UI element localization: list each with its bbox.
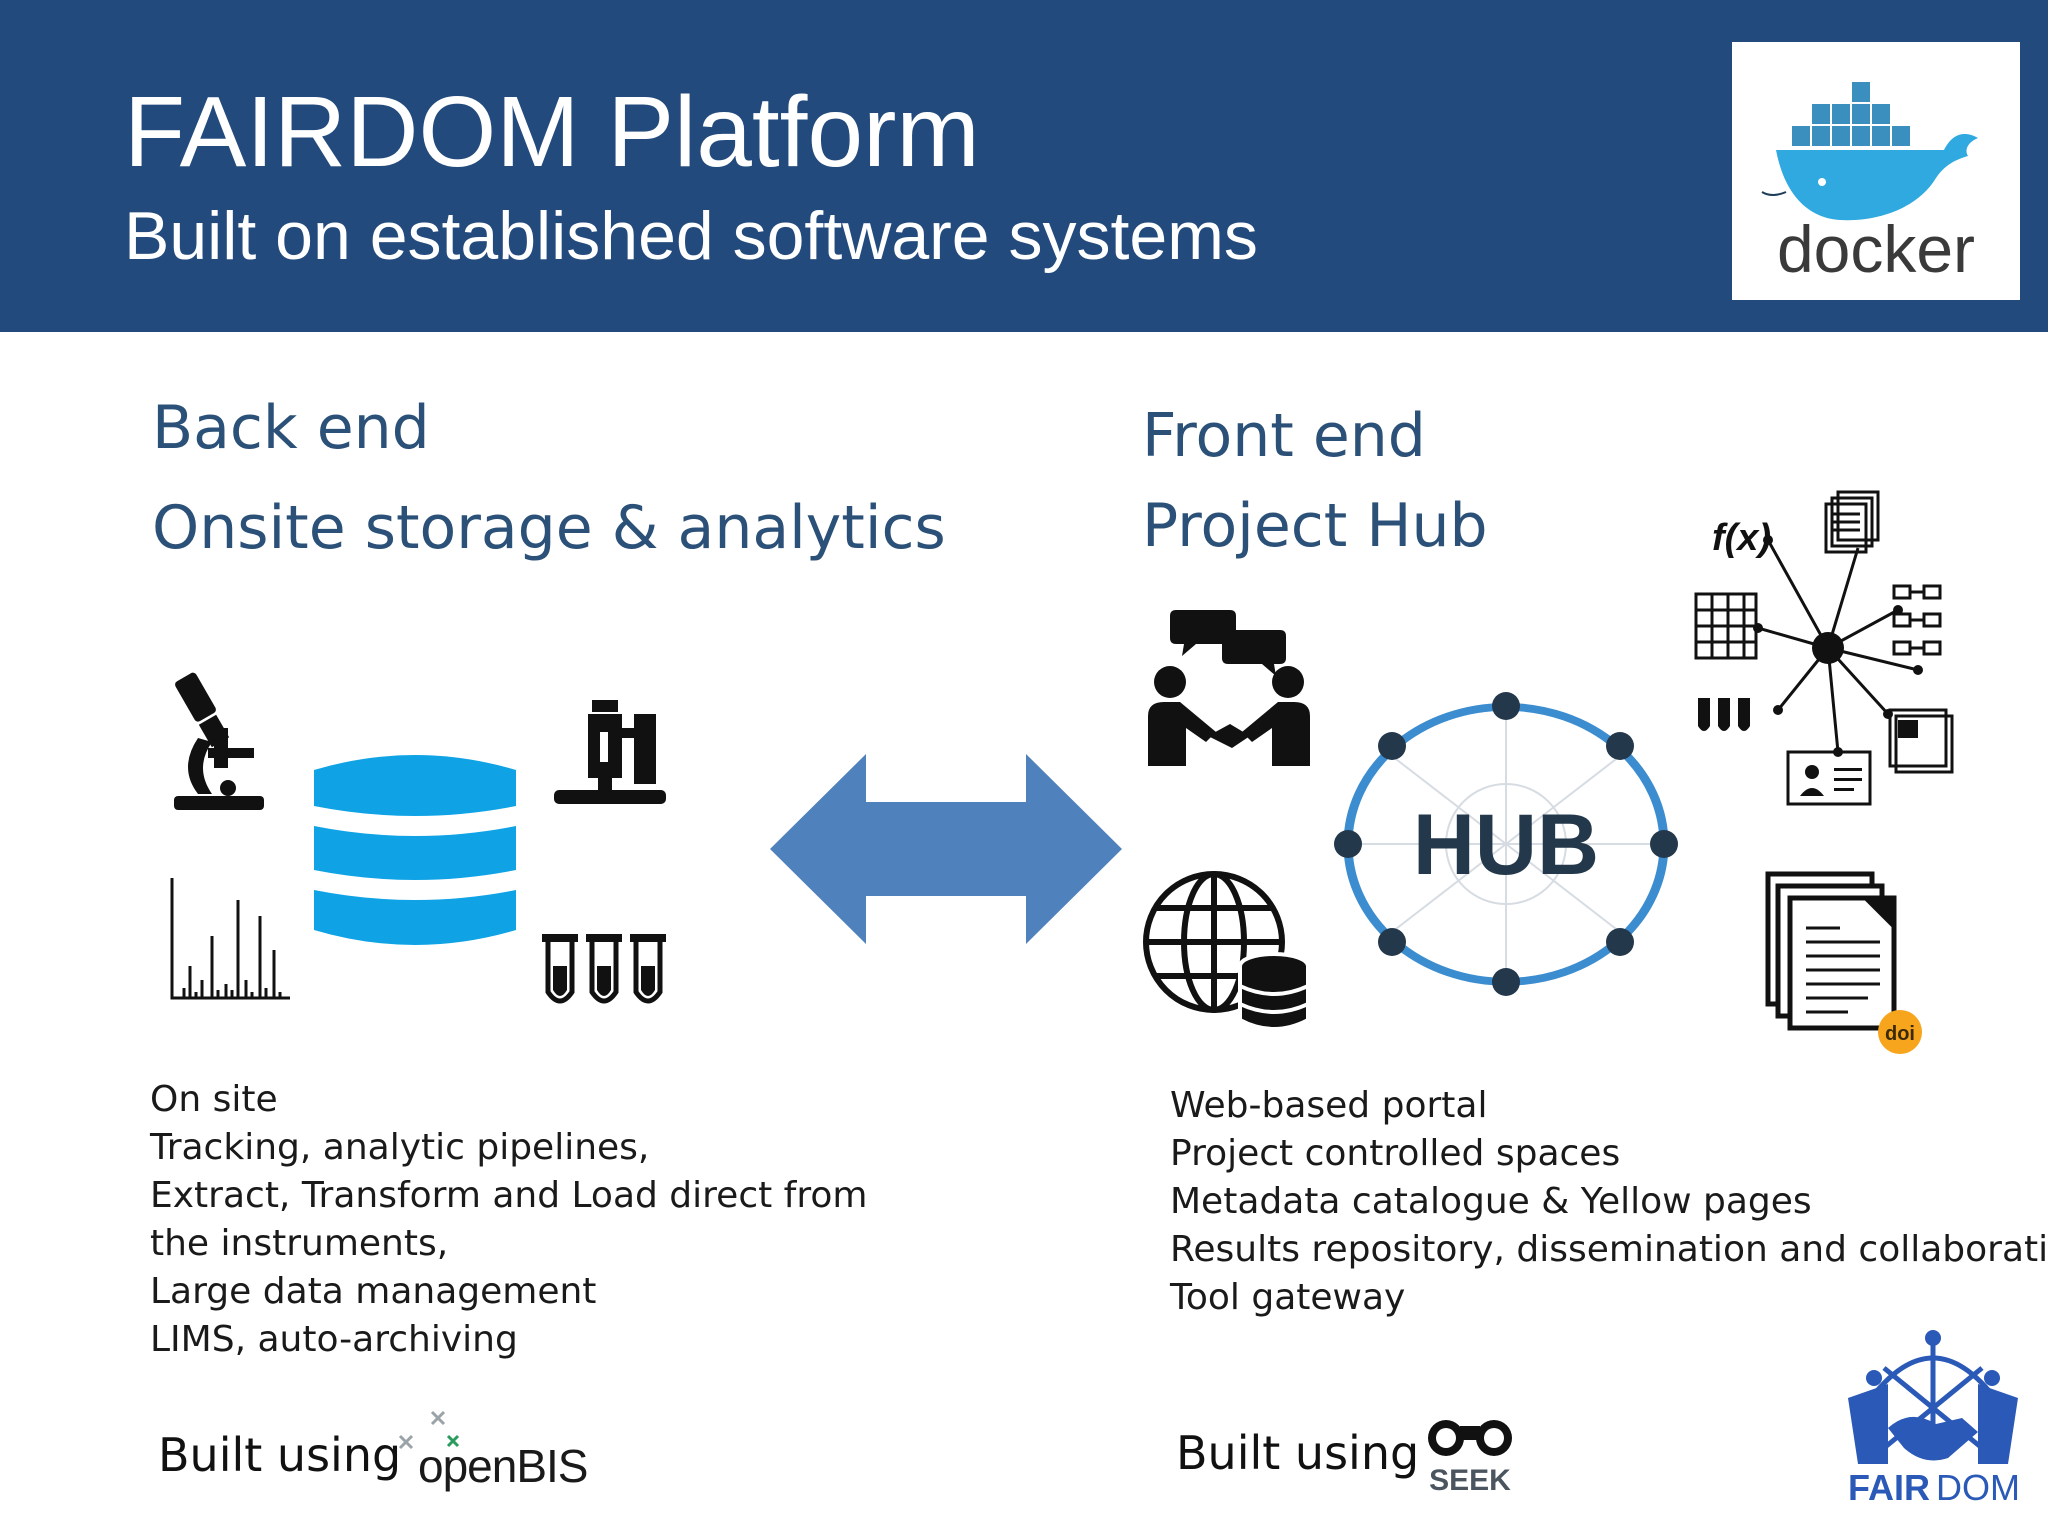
list-item: LIMS, auto-archiving xyxy=(150,1319,518,1360)
fairdom-logo: FAIR DOM xyxy=(1848,1330,2020,1504)
hub-icon: HUB xyxy=(1334,692,1678,996)
docker-logo: docker xyxy=(1732,42,2020,300)
list-item: the instruments, xyxy=(150,1223,449,1264)
bidirectional-arrow-icon xyxy=(770,754,1122,944)
backend-heading: Back end xyxy=(152,393,430,463)
list-item: On site xyxy=(150,1079,278,1120)
microscope-icon xyxy=(174,672,264,810)
backend-built-using: Built using xyxy=(158,1428,402,1482)
fairdom-logo-fair: FAIR xyxy=(1848,1467,1930,1504)
seek-logo-text: SEEK xyxy=(1429,1464,1511,1497)
frontend-built-using: Built using xyxy=(1176,1426,1420,1480)
list-item: Tool gateway xyxy=(1170,1277,1406,1318)
header-banner xyxy=(0,0,2048,332)
collaboration-icon xyxy=(1148,610,1310,766)
openbis-logo: openBIS xyxy=(398,1410,588,1492)
globe-database-icon xyxy=(1143,871,1310,1031)
list-item: Web-based portal xyxy=(1170,1085,1488,1126)
fairdom-logo-dom: DOM xyxy=(1936,1467,2020,1504)
documents-doi-icon: doi xyxy=(1765,871,1922,1054)
lab-instrument-icon xyxy=(554,700,666,804)
test-tubes-icon xyxy=(542,934,666,1004)
spectrum-chart-icon xyxy=(170,878,290,1000)
list-item: Large data management xyxy=(150,1271,597,1312)
frontend-feature-list: Web-based portal Project controlled spac… xyxy=(1170,1082,2048,1322)
docker-logo-text: docker xyxy=(1777,212,1975,286)
list-item: Results repository, dissemination and co… xyxy=(1170,1229,2048,1270)
backend-subheading: Onsite storage & analytics xyxy=(152,493,946,563)
seek-logo: SEEK xyxy=(1428,1420,1512,1497)
list-item: Metadata catalogue & Yellow pages xyxy=(1170,1181,1812,1222)
slide-subtitle: Built on established software systems xyxy=(124,198,1258,274)
slide-title: FAIRDOM Platform xyxy=(124,76,980,188)
list-item: Project controlled spaces xyxy=(1170,1133,1621,1174)
database-icon xyxy=(314,755,516,945)
docker-whale-icon: docker xyxy=(1761,82,1978,286)
frontend-subheading: Project Hub xyxy=(1142,491,1488,561)
fx-label: f(x) xyxy=(1712,517,1771,559)
network-icon: f(x) xyxy=(1694,490,1954,806)
frontend-heading: Front end xyxy=(1142,401,1426,471)
list-item: Tracking, analytic pipelines, xyxy=(150,1127,650,1168)
doi-label: doi xyxy=(1885,1023,1915,1045)
hub-label: HUB xyxy=(1413,797,1599,893)
list-item: Extract, Transform and Load direct from xyxy=(150,1175,868,1216)
openbis-logo-text: openBIS xyxy=(418,1440,587,1492)
backend-feature-list: On site Tracking, analytic pipelines, Ex… xyxy=(150,1076,867,1364)
